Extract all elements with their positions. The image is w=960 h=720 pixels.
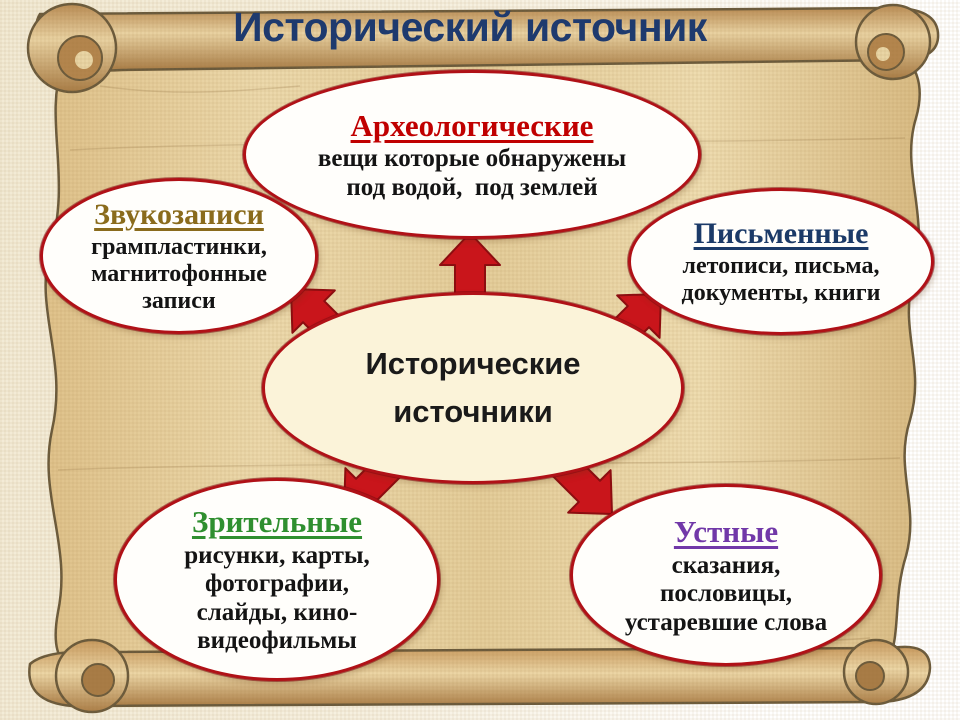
node-sound-recordings-line: записи bbox=[142, 288, 216, 315]
node-sound-recordings-line: магнитофонные bbox=[91, 261, 267, 288]
node-visual-line: рисунки, карты, bbox=[184, 541, 370, 569]
node-archaeological-line: под водой, под землей bbox=[346, 173, 598, 201]
node-visual-line: фотографии, bbox=[204, 570, 350, 598]
node-visual-line: видеофильмы bbox=[197, 627, 357, 655]
node-archaeological-line: вещи которые обнаружены bbox=[317, 145, 627, 173]
node-visual-line: слайды, кино- bbox=[196, 598, 358, 626]
parchment-top-left-curl bbox=[26, 2, 118, 94]
node-written-line: летописи, письма, bbox=[682, 252, 880, 279]
center-node-line: Исторические bbox=[365, 345, 581, 381]
center-node-line: источники bbox=[393, 394, 553, 429]
parchment-bottom-right-curl bbox=[842, 638, 910, 706]
slide-title: Исторический источник bbox=[233, 4, 707, 50]
node-visual: Зрительные рисунки, карты, фотографии, с… bbox=[114, 478, 440, 681]
node-oral-line: сказания, bbox=[671, 551, 781, 579]
node-written-line: документы, книги bbox=[681, 280, 881, 307]
node-oral-heading: Устные bbox=[673, 513, 779, 549]
node-oral: Устные сказания, пословицы, устаревшие с… bbox=[570, 484, 882, 666]
node-historical-sources-center: Исторические источники bbox=[262, 292, 684, 484]
node-archaeological-heading: Археологические bbox=[350, 107, 594, 143]
node-oral-line: устаревшие слова bbox=[624, 608, 828, 636]
node-written: Письменные летописи, письма, документы, … bbox=[628, 188, 934, 335]
parchment-top-right-curl bbox=[854, 3, 932, 81]
node-sound-recordings: Звукозаписи грампластинки, магнитофонные… bbox=[40, 178, 318, 334]
node-oral-line: пословицы, bbox=[660, 580, 792, 608]
parchment-bottom-left-curl bbox=[54, 638, 130, 714]
node-sound-recordings-line: грампластинки, bbox=[91, 233, 267, 260]
node-archaeological: Археологические вещи которые обнаружены … bbox=[243, 70, 701, 239]
node-sound-recordings-heading: Звукозаписи bbox=[94, 198, 264, 232]
node-visual-heading: Зрительные bbox=[191, 504, 363, 540]
node-written-heading: Письменные bbox=[693, 217, 869, 251]
